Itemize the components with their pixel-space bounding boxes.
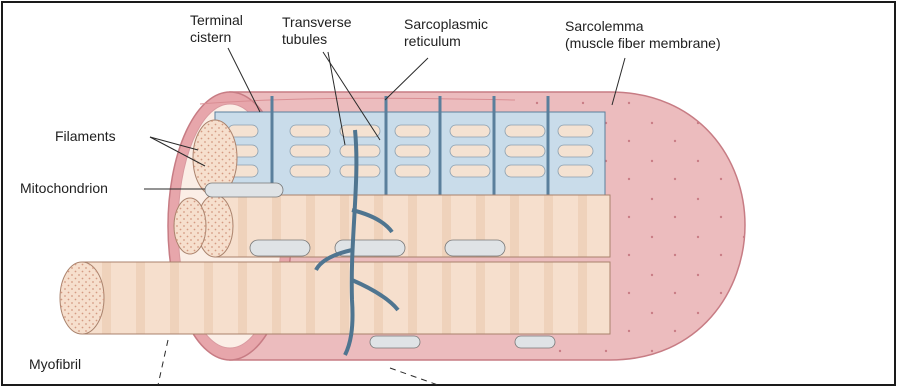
label-mitochondrion: Mitochondrion	[20, 180, 108, 197]
label-terminal-cistern-line2: cistern	[190, 29, 243, 46]
label-terminal-cistern: Terminal cistern	[190, 12, 243, 46]
label-filaments: Filaments	[55, 128, 116, 145]
label-sarcolemma-line1: Sarcolemma	[565, 18, 721, 35]
label-sarcoplasmic-reticulum-line2: reticulum	[404, 33, 488, 50]
label-sarcoplasmic-reticulum: Sarcoplasmic reticulum	[404, 16, 488, 50]
label-myofibril: Myofibril	[29, 356, 81, 373]
label-transverse-tubules: Transverse tubules	[282, 14, 352, 48]
label-sarcoplasmic-reticulum-line1: Sarcoplasmic	[404, 16, 488, 33]
label-transverse-tubules-line2: tubules	[282, 31, 352, 48]
label-sarcolemma-line2: (muscle fiber membrane)	[565, 35, 721, 52]
label-transverse-tubules-line1: Transverse	[282, 14, 352, 31]
mitochondrion	[205, 183, 283, 197]
label-terminal-cistern-line1: Terminal	[190, 12, 243, 29]
label-sarcolemma: Sarcolemma (muscle fiber membrane)	[565, 18, 721, 52]
myofibril-stack	[174, 195, 610, 257]
